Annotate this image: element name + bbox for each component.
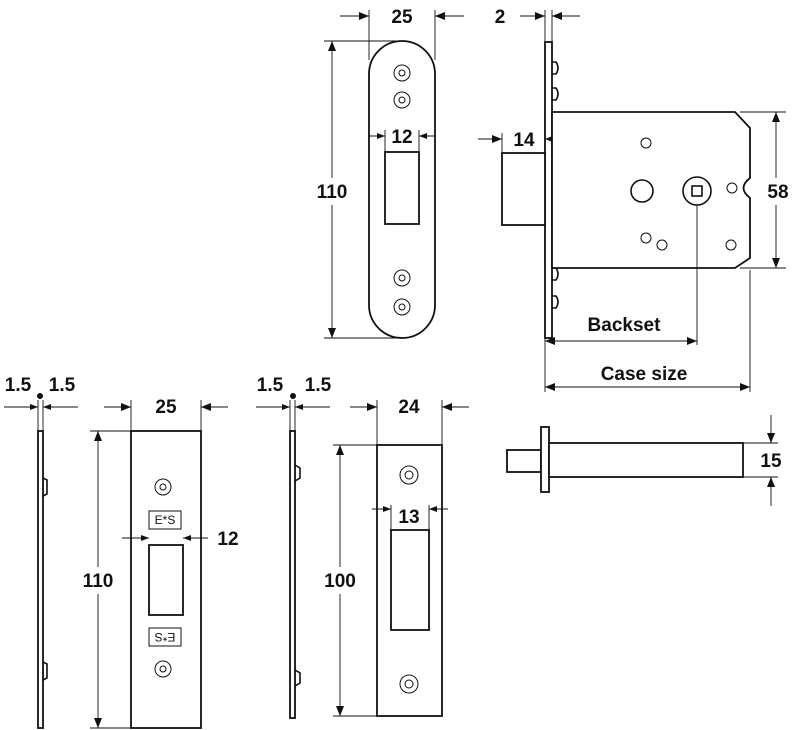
brand-mark-top	[148, 510, 182, 530]
left-thickness-label: 1.5	[257, 375, 284, 396]
dimension-faceplate-opening: 12	[122, 529, 239, 550]
opening-label: 12	[217, 529, 238, 550]
bolt-projection-label: 14	[513, 130, 535, 151]
dimension-strike-width: 24	[350, 397, 469, 445]
opening-label: 13	[398, 507, 419, 528]
bolt-side-view	[506, 426, 744, 493]
dimension-height-top-strike: 110	[317, 40, 402, 339]
case-size-label: Case size	[601, 364, 688, 385]
dead-bolt	[501, 152, 546, 226]
screw-hole-icon	[154, 660, 172, 678]
lock-case	[551, 111, 751, 269]
dimension-case-size: Case size	[545, 270, 751, 392]
strike-front	[376, 444, 443, 717]
width-label: 24	[398, 397, 420, 418]
faceplate-front: E*S E*S	[130, 430, 202, 729]
height-label: 100	[324, 571, 356, 592]
dimension-width-top-strike: 25	[340, 7, 464, 60]
case-height-label: 58	[767, 182, 788, 203]
follower-hole	[630, 179, 654, 203]
spindle-square	[691, 185, 703, 197]
dimension-backset: Backset	[544, 205, 698, 392]
width-label: 25	[155, 397, 177, 418]
screw-hole-icon	[154, 478, 172, 496]
width-label: 25	[391, 7, 413, 28]
dimension-opening-top-strike: 12	[368, 127, 436, 152]
left-thickness-label: 1.5	[5, 375, 32, 396]
bolt-opening	[384, 151, 420, 225]
height-label: 110	[83, 571, 114, 592]
brand-mark-text: E*S	[155, 513, 176, 527]
dimension-faceplate-height: 110	[83, 430, 131, 729]
screw-hole-icon	[393, 269, 411, 287]
right-thickness-label: 1.5	[49, 375, 76, 396]
dimension-case-height: 58	[740, 111, 789, 269]
screw-hole-icon	[399, 674, 419, 694]
faceplate-thickness-label: 2	[495, 7, 506, 28]
screw-hole-icon	[393, 298, 411, 316]
bolt-opening	[148, 544, 184, 616]
dimension-faceplate-side: 1.5 1.5	[4, 375, 78, 431]
dimension-faceplate-thickness: 2	[495, 7, 580, 42]
backset-label: Backset	[588, 315, 662, 336]
dimension-strike-opening: 13	[372, 505, 448, 530]
dimension-bolt-height: 15	[743, 415, 782, 506]
dimension-faceplate-width: 25	[104, 397, 228, 431]
dimension-strike-height: 100	[324, 444, 377, 717]
screw-hole-icon	[399, 465, 419, 485]
screw-hole-icon	[393, 91, 411, 109]
opening-label: 12	[391, 127, 412, 148]
brand-mark-bottom	[148, 627, 182, 647]
bolt-height-label: 15	[760, 451, 782, 472]
height-label: 110	[317, 182, 348, 203]
bolt-opening	[390, 529, 430, 631]
brand-mark-text: E*S	[155, 630, 176, 644]
dimension-strike-side: 1.5 1.5	[256, 375, 332, 431]
screw-hole-icon	[393, 64, 411, 82]
right-thickness-label: 1.5	[305, 375, 332, 396]
strike-side-profile	[289, 430, 301, 719]
faceplate-side-profile	[37, 430, 48, 729]
rounded-strike-plate	[368, 40, 436, 339]
